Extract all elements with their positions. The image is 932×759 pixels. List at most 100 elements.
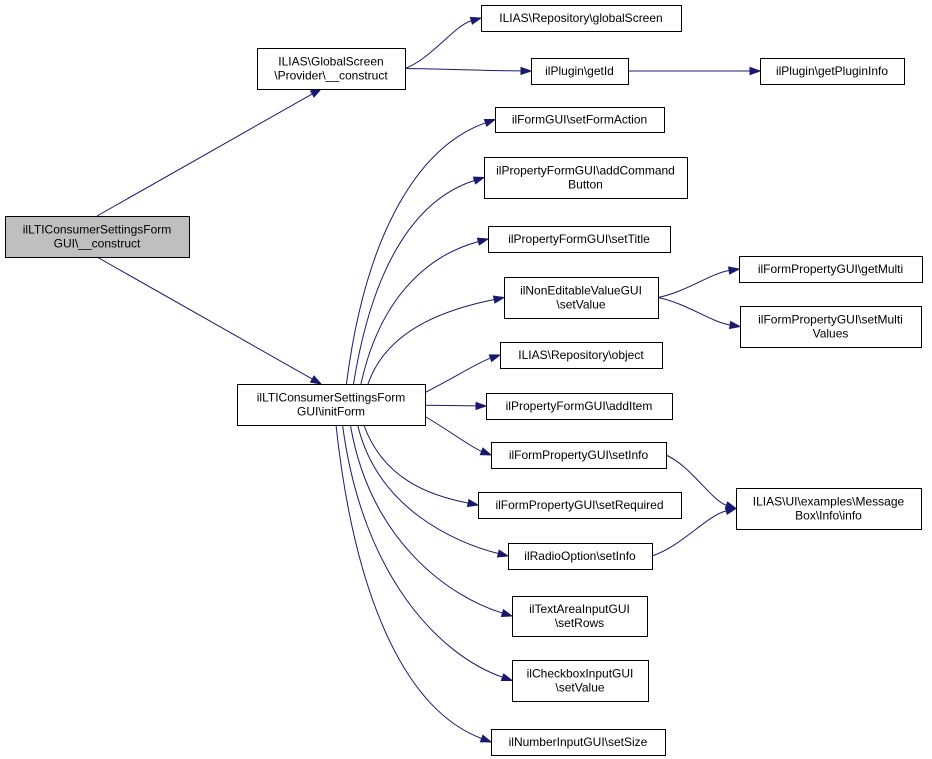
edge-radio_setinfo-to-messagebox_info bbox=[651, 506, 738, 557]
arrowhead bbox=[727, 266, 741, 275]
arrowhead bbox=[309, 375, 323, 385]
node-label: ILIAS\UI\examples\Message bbox=[753, 495, 905, 509]
edge-initform-to-setinfo bbox=[424, 416, 493, 456]
edge-root-to-gs_provider bbox=[96, 88, 323, 217]
call-nodes: ilLTIConsumerSettingsFormGUI\__construct… bbox=[5, 5, 923, 756]
node-gs_provider[interactable]: ILIAS\GlobalScreen\Provider\__construct bbox=[257, 48, 406, 90]
edge-initform-to-settitle bbox=[360, 237, 490, 385]
edge-line bbox=[424, 357, 491, 393]
node-box bbox=[736, 488, 922, 530]
edge-line bbox=[357, 424, 499, 555]
node-label: Box\Info\info bbox=[795, 509, 862, 523]
node-label: ilLTIConsumerSettingsForm bbox=[257, 391, 406, 405]
edge-line bbox=[657, 297, 731, 326]
edge-noneditable_setvalue-to-setmultivalues bbox=[657, 297, 742, 330]
node-setinfo[interactable]: ilFormPropertyGUI\setInfo bbox=[491, 442, 667, 469]
node-repo_globalscreen[interactable]: ILIAS\Repository\globalScreen bbox=[481, 5, 682, 32]
node-box bbox=[478, 492, 682, 519]
node-label: ilNonEditableValueGUI bbox=[520, 284, 642, 298]
node-setrequired[interactable]: ilFormPropertyGUI\setRequired bbox=[478, 492, 682, 519]
arrowhead bbox=[479, 447, 493, 456]
node-textarea_setrows[interactable]: ilTextAreaInputGUI\setRows bbox=[512, 596, 648, 637]
node-box bbox=[488, 226, 671, 253]
edge-line bbox=[424, 404, 477, 407]
arrowhead bbox=[472, 176, 486, 185]
node-box bbox=[760, 58, 905, 85]
edge-line bbox=[360, 241, 479, 385]
node-label: GUI\__construct bbox=[54, 237, 141, 251]
node-label: \setValue bbox=[556, 298, 605, 312]
edge-line bbox=[342, 424, 503, 678]
edge-line bbox=[352, 180, 475, 385]
node-box bbox=[512, 596, 648, 637]
edge-initform-to-setrequired bbox=[363, 424, 480, 508]
arrowhead bbox=[309, 88, 323, 98]
node-box bbox=[257, 48, 406, 90]
edge-line bbox=[424, 416, 482, 452]
edge-initform-to-repo_object bbox=[424, 354, 502, 393]
node-box bbox=[237, 384, 426, 426]
node-box bbox=[486, 393, 673, 420]
node-box bbox=[531, 58, 629, 85]
arrowhead bbox=[469, 16, 483, 25]
node-label: ILIAS\Repository\object bbox=[518, 348, 644, 362]
edge-line bbox=[363, 424, 469, 504]
edge-noneditable_setvalue-to-getmulti bbox=[657, 266, 741, 298]
node-label: Values bbox=[813, 327, 849, 341]
node-box bbox=[491, 442, 667, 469]
edge-line bbox=[96, 256, 313, 380]
edge-initform-to-noneditable_setvalue bbox=[367, 295, 506, 385]
edge-line bbox=[651, 510, 727, 557]
arrowhead bbox=[520, 66, 533, 76]
node-number_setsize[interactable]: ilNumberInputGUI\setSize bbox=[491, 729, 666, 756]
node-checkbox_setvalue[interactable]: ilCheckboxInputGUI\setValue bbox=[512, 660, 649, 702]
node-box bbox=[500, 342, 663, 369]
node-box bbox=[495, 107, 665, 133]
node-noneditable_setvalue[interactable]: ilNonEditableValueGUI\setValue bbox=[504, 277, 659, 319]
node-repo_object[interactable]: ILIAS\Repository\object bbox=[500, 342, 663, 369]
edge-initform-to-checkbox_setvalue bbox=[342, 424, 514, 682]
edge-root-to-initform bbox=[96, 256, 323, 385]
node-label: ilRadioOption\setInfo bbox=[524, 549, 636, 563]
node-plugin_getid[interactable]: ilPlugin\getId bbox=[531, 58, 629, 85]
arrowhead bbox=[488, 354, 502, 363]
edge-initform-to-radio_setinfo bbox=[357, 424, 510, 558]
node-label: ilTextAreaInputGUI bbox=[529, 602, 630, 616]
node-box bbox=[5, 216, 190, 258]
node-additem[interactable]: ilPropertyFormGUI\addItem bbox=[486, 393, 673, 420]
arrowhead bbox=[479, 734, 493, 743]
node-label: ilFormPropertyGUI\setRequired bbox=[495, 498, 663, 512]
node-box bbox=[512, 660, 649, 702]
node-label: ILIAS\Repository\globalScreen bbox=[499, 11, 662, 25]
arrowhead bbox=[728, 320, 742, 330]
node-label: ilPropertyFormGUI\setTitle bbox=[508, 232, 650, 246]
node-setformaction[interactable]: ilFormGUI\setFormAction bbox=[495, 107, 665, 133]
edge-line bbox=[404, 20, 472, 69]
node-plugin_getplugininfo[interactable]: ilPlugin\getPluginInfo bbox=[760, 58, 905, 85]
arrowhead bbox=[500, 608, 514, 617]
node-radio_setinfo[interactable]: ilRadioOption\setInfo bbox=[508, 543, 653, 570]
edge-line bbox=[349, 424, 503, 614]
node-label: ilFormGUI\setFormAction bbox=[512, 113, 647, 127]
node-getmulti[interactable]: ilFormPropertyGUI\getMulti bbox=[739, 256, 923, 283]
node-label: ilFormPropertyGUI\setInfo bbox=[509, 448, 649, 462]
node-box bbox=[491, 729, 666, 756]
node-label: \Provider\__construct bbox=[274, 69, 388, 83]
edge-initform-to-setformaction bbox=[345, 118, 497, 385]
node-label: ilPropertyFormGUI\addCommand bbox=[496, 164, 675, 178]
node-settitle[interactable]: ilPropertyFormGUI\setTitle bbox=[488, 226, 671, 253]
edge-initform-to-textarea_setrows bbox=[349, 424, 514, 617]
arrowhead bbox=[500, 673, 514, 682]
edge-gs_provider-to-repo_globalscreen bbox=[404, 16, 483, 69]
edge-line bbox=[367, 299, 495, 385]
edge-initform-to-addcommandbutton bbox=[352, 176, 486, 385]
edge-initform-to-number_setsize bbox=[335, 424, 493, 743]
arrowhead bbox=[749, 66, 762, 76]
node-box bbox=[481, 5, 682, 32]
